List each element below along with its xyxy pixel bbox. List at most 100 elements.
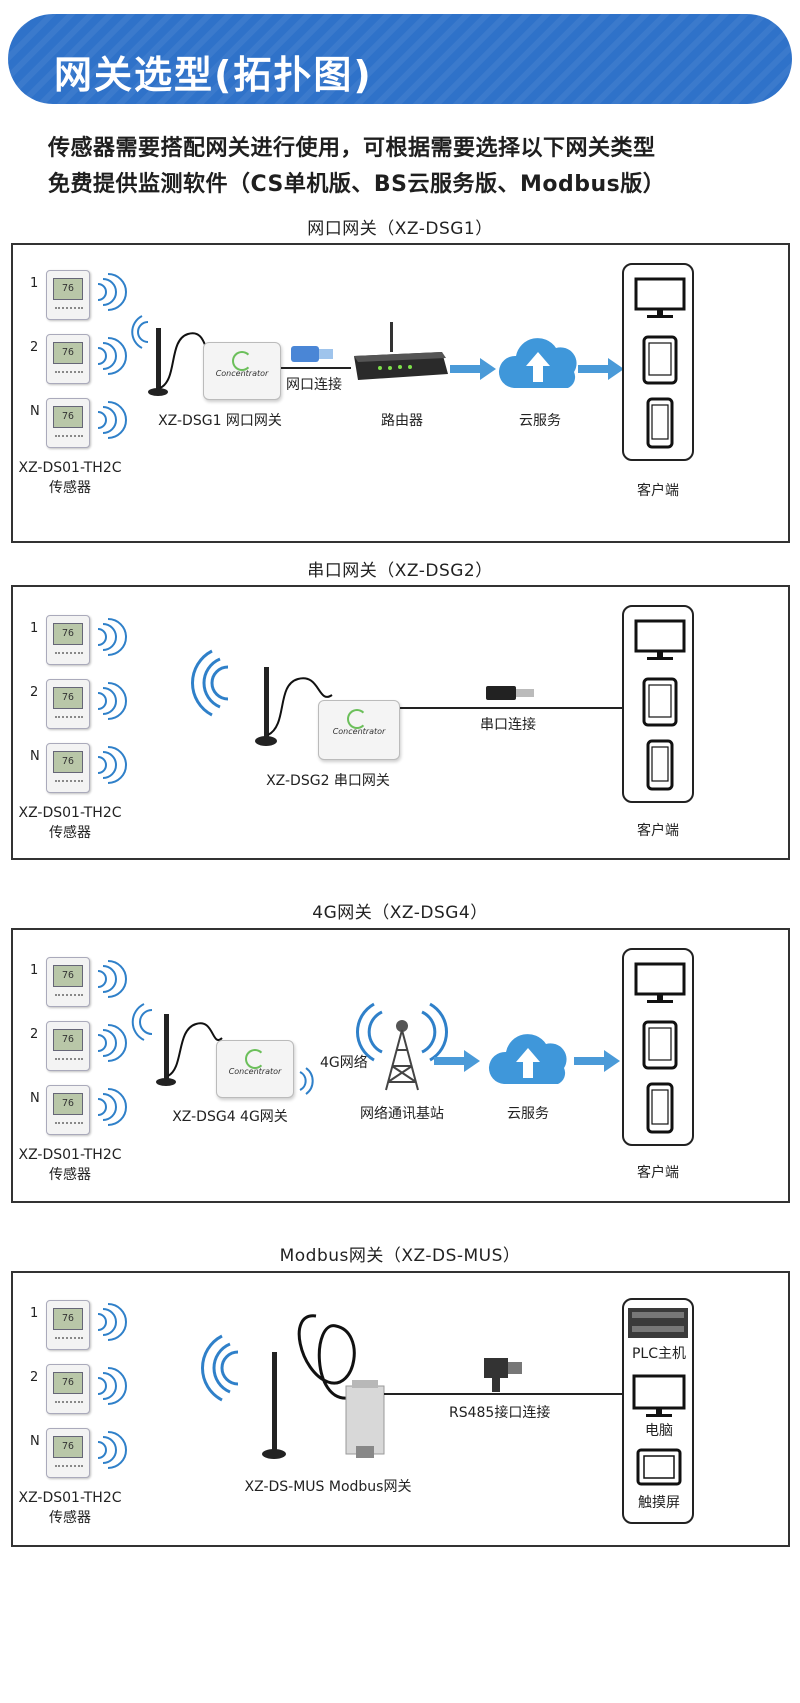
sensor-buttons — [55, 1122, 83, 1126]
gateway-dsg2-label: XZ-DSG2 串口网关 — [266, 773, 390, 789]
sensor-buttons — [55, 780, 83, 784]
sensor-buttons — [55, 371, 83, 375]
section-title-ethernet: 网口网关（XZ-DSG1） — [307, 219, 493, 239]
router-label: 路由器 — [381, 413, 423, 429]
sensor-number: 1 — [30, 963, 39, 978]
sensor-buttons — [55, 1401, 83, 1405]
sensor-number: 2 — [30, 340, 39, 355]
sensor-device: 76 — [46, 957, 90, 1007]
concentrator-brand: Concentrator — [215, 369, 269, 378]
signal-waves-icon — [97, 1431, 127, 1469]
sensor-number: 1 — [30, 276, 39, 291]
phone-icon — [646, 1082, 674, 1134]
4g-link-label: 4G网络 — [320, 1055, 368, 1071]
section-title-serial: 串口网关（XZ-DSG2） — [307, 561, 493, 581]
tower-label: 网络通讯基站 — [360, 1106, 444, 1122]
sensor-number: 2 — [30, 685, 39, 700]
sensor-screen: 76 — [53, 278, 83, 300]
gateway-dsg1-device: Concentrator — [203, 342, 281, 400]
serial-link-label: 串口连接 — [480, 717, 536, 733]
sensor-device: 76 — [46, 1428, 90, 1478]
sensor-model-label: XZ-DS01-TH2C — [18, 460, 122, 476]
logo-ring-icon — [245, 1049, 265, 1069]
signal-waves-icon — [97, 618, 127, 656]
arrow-right-icon — [574, 1050, 620, 1072]
signal-waves-icon — [97, 273, 127, 311]
monitor-icon — [634, 619, 686, 660]
sensor-buttons — [55, 716, 83, 720]
gateway-dsg4-label: XZ-DSG4 4G网关 — [172, 1109, 288, 1125]
sensor-buttons — [55, 994, 83, 998]
concentrator-brand: Concentrator — [228, 1067, 282, 1076]
gateway-dsg1-label: XZ-DSG1 网口网关 — [158, 413, 282, 429]
sensor-screen: 76 — [53, 406, 83, 428]
gateway-mus-label: XZ-DS-MUS Modbus网关 — [244, 1479, 412, 1495]
client-label: 客户端 — [637, 483, 679, 499]
tablet-icon — [642, 677, 678, 727]
router-icon — [354, 322, 448, 380]
rs485-link-label: RS485接口连接 — [449, 1405, 551, 1421]
section-title-4g: 4G网关（XZ-DSG4） — [312, 903, 488, 923]
logo-ring-icon — [347, 709, 367, 729]
phone-icon — [646, 397, 674, 449]
sensor-screen: 76 — [53, 623, 83, 645]
logo-ring-icon — [232, 351, 252, 371]
intro-line-2: 免费提供监测软件（CS单机版、BS云服务版、Modbus版） — [48, 172, 666, 197]
signal-waves-icon — [97, 401, 127, 439]
cloud-icon — [488, 1034, 567, 1084]
sensor-buttons — [55, 1337, 83, 1341]
antenna-icon — [131, 1003, 223, 1086]
sensor-number: 1 — [30, 1306, 39, 1321]
page-title: 网关选型(拓扑图) — [54, 53, 373, 97]
sensor-device: 76 — [46, 1364, 90, 1414]
sensor-device: 76 — [46, 1021, 90, 1071]
antenna-icon — [200, 1314, 356, 1459]
sensor-number: N — [30, 749, 40, 764]
header-banner: 网关选型(拓扑图) — [8, 14, 792, 104]
tablet-icon — [642, 335, 678, 385]
signal-waves-icon — [97, 1367, 127, 1405]
touchscreen-label: 触摸屏 — [638, 1495, 680, 1511]
sensor-name-label: 传感器 — [49, 1167, 91, 1183]
sensor-name-label: 传感器 — [49, 480, 91, 496]
modbus-gateway-device — [345, 1380, 385, 1458]
sensor-screen: 76 — [53, 751, 83, 773]
ethernet-cable-icon — [281, 346, 351, 369]
signal-waves-icon — [299, 1067, 314, 1095]
cloud-service-label: 云服务 — [507, 1106, 549, 1122]
signal-waves-icon — [97, 1024, 127, 1062]
intro-line-1: 传感器需要搭配网关进行使用，可根据需要选择以下网关类型 — [48, 136, 656, 161]
monitor-icon — [632, 1374, 686, 1417]
cell-tower-icon — [356, 1002, 448, 1091]
sensor-buttons — [55, 1465, 83, 1469]
usb-cable-icon — [400, 686, 622, 709]
sensor-device: 76 — [46, 743, 90, 793]
signal-waves-icon — [97, 1088, 127, 1126]
phone-icon — [646, 739, 674, 791]
sensor-screen: 76 — [53, 965, 83, 987]
sensor-name-label: 传感器 — [49, 825, 91, 841]
cloud-service-label: 云服务 — [519, 413, 561, 429]
monitor-icon — [634, 962, 686, 1003]
sensor-number: 1 — [30, 621, 39, 636]
signal-waves-icon — [97, 337, 127, 375]
sensor-number: N — [30, 404, 40, 419]
ethernet-link-label: 网口连接 — [286, 377, 342, 393]
sensor-screen: 76 — [53, 687, 83, 709]
client-label: 客户端 — [637, 1165, 679, 1181]
sensor-model-label: XZ-DS01-TH2C — [18, 805, 122, 821]
sensor-buttons — [55, 652, 83, 656]
monitor-icon — [634, 277, 686, 318]
sensor-device: 76 — [46, 270, 90, 320]
arrow-right-icon — [434, 1050, 480, 1072]
client-label: 客户端 — [637, 823, 679, 839]
touchscreen-icon — [636, 1448, 682, 1486]
sensor-number: 2 — [30, 1027, 39, 1042]
signal-waves-icon — [97, 960, 127, 998]
sensor-device: 76 — [46, 334, 90, 384]
concentrator-brand: Concentrator — [332, 727, 386, 736]
plc-icon — [628, 1308, 688, 1338]
plc-label: PLC主机 — [631, 1346, 687, 1362]
signal-waves-icon — [97, 682, 127, 720]
sensor-screen: 76 — [53, 1308, 83, 1330]
